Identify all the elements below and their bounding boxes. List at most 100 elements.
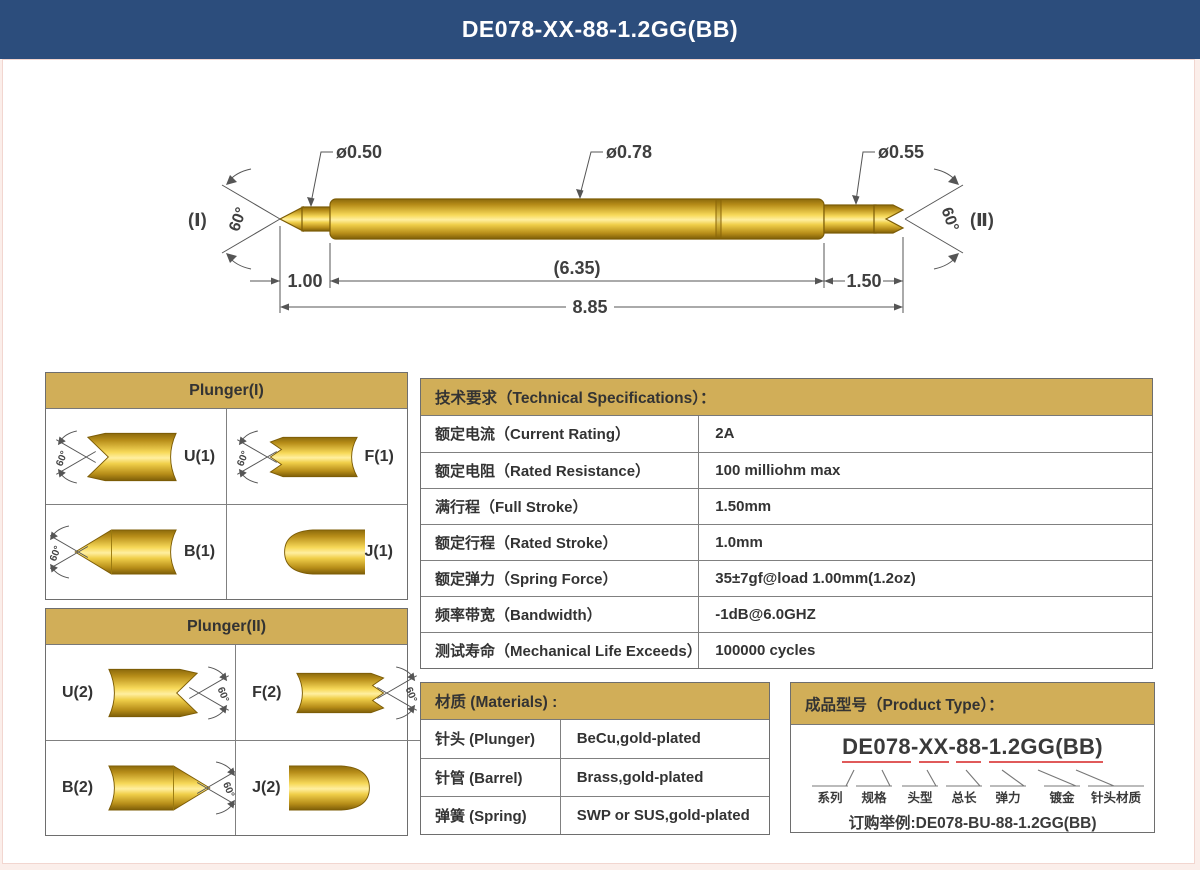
order-example: 订购举例:DE078-BU-88-1.2GG(BB) [848,815,1097,832]
materials-title: 材质 (Materials) : [421,683,769,720]
product-code: DE078-XX-88-1.2GG(BB) [791,734,1154,763]
spec-value: 1.50mm [698,487,1152,524]
tip-f-right-drawing: 60° [296,666,419,719]
svg-text:60°: 60° [50,545,64,563]
plunger1-table: Plunger(I) 60° U(1) 60° F(1) 60° [45,372,408,600]
spec-label: 额定电阻（Rated Resistance） [421,451,699,488]
spec-label: 测试寿命（Mechanical Life Exceeds） [421,631,702,668]
page-title: DE078-XX-88-1.2GG(BB) [461,16,739,42]
spec-label: 额定行程（Rated Stroke） [421,523,699,560]
plunger2-cell-b: B(2) 60° [46,740,237,835]
spec-row: 额定行程（Rated Stroke） 1.0mm [421,523,1152,560]
spec-label: 满行程（Full Stroke） [421,487,699,524]
svg-text:60°: 60° [235,449,251,467]
material-label: 针头 (Plunger) [435,731,535,749]
angle-right-label: 60° [937,205,961,234]
dim-mid-length: (6.35) [553,258,600,278]
specs-title: 技术要求（Technical Specifications）： [421,379,1152,416]
spec-row: 额定电阻（Rated Resistance） 100 milliohm max [421,451,1152,488]
code-segment: 078 [873,734,911,763]
dim-total-length: 8.85 [572,297,607,317]
spec-row: 额定电流（Current Rating） 2A [421,416,1152,452]
spec-row: 频率带宽（Bandwidth） -1dB@6.0GHZ [421,595,1152,632]
material-value: BeCu,gold-plated [559,720,769,758]
code-segment: XX [918,734,949,763]
dim-dia-left: ø0.50 [336,142,382,162]
code-segment: GG [1020,734,1056,763]
code-segment: - [910,734,919,759]
spec-label: 额定弹力（Spring Force） [421,559,699,596]
materials-table: 材质 (Materials) : 针头 (Plunger) BeCu,gold-… [420,682,770,835]
material-row: 弹簧 (Spring) SWP or SUS,gold-plated [421,795,769,834]
plunger2-cell-j: J(2) [236,740,424,835]
code-segment: - [981,734,989,759]
spec-value: 100000 cycles [698,631,1152,668]
tip-label: J(2) [252,779,281,796]
tip-f-left-drawing: 60° [235,430,358,483]
plunger2-cell-u: U(2) 60° [46,645,237,740]
spec-row: 额定弹力（Spring Force） 35±7gf@load 1.00mm(1.… [421,559,1152,596]
end-label-right: (Ⅱ) [970,210,994,230]
tip-u-left-drawing: 60° [54,430,177,483]
probe-technical-drawing: ø0.50 ø0.78 ø0.55 1.00 (6.35) 1.50 8.85 … [188,142,994,317]
tip-b-left-drawing: 60° [50,525,177,579]
code-segment: (BB) [1055,734,1103,763]
spec-value: 1.0mm [698,523,1152,560]
plunger1-cell-j: J(1) [226,504,407,599]
material-row: 针管 (Barrel) Brass,gold-plated [421,757,769,796]
svg-text:60°: 60° [220,781,235,799]
tip-label: F(1) [364,447,394,465]
dim-dia-right: ø0.55 [878,142,924,162]
page-title-bar: DE078-XX-88-1.2GG(BB) [0,0,1200,59]
dim-left-length: 1.00 [287,271,322,291]
dimension-arrowheads [226,175,959,311]
code-segment: 88 [956,734,982,763]
spec-row: 测试寿命（Mechanical Life Exceeds） 100000 cyc… [421,631,1152,668]
plunger2-cell-f: F(2) 60° [236,645,423,740]
material-row: 针头 (Plunger) BeCu,gold-plated [421,720,769,758]
product-type-box: 成品型号（Product Type）： DE078-XX-88-1.2GG(BB… [790,682,1155,833]
code-segment: - [948,734,957,759]
svg-text:60°: 60° [403,685,419,703]
tip-label: J(1) [364,543,393,560]
plunger1-cell-f: 60° F(1) [227,409,408,504]
plunger1-cell-u: 60° U(1) [46,409,227,504]
field-label: 系列 [817,790,842,805]
plunger2-title: Plunger(II) [46,609,407,645]
material-value: Brass,gold-plated [559,757,769,796]
field-label: 针头材质 [1090,790,1141,805]
spec-value: 2A [698,416,1152,452]
field-label: 总长 [951,790,977,805]
probe-right-plunger [823,204,877,234]
probe-left-plunger [301,206,332,232]
svg-text:60°: 60° [215,685,231,703]
tip-label: U(1) [184,447,216,465]
tip-label: F(2) [252,683,282,701]
code-field-connectors: 系列 规格 头型 总长 弹力 镀金 针头材质 [811,769,1144,805]
tip-j-left-drawing [283,529,365,575]
technical-specifications-table: 技术要求（Technical Specifications）： 额定电流（Cur… [420,378,1153,669]
svg-text:60°: 60° [54,449,70,467]
field-label: 弹力 [995,790,1020,805]
material-label: 针管 (Barrel) [421,757,561,796]
dim-right-length: 1.50 [846,271,881,291]
plunger2-table: Plunger(II) U(2) 60° F(2) 60° B(2) [45,608,424,836]
spec-label: 额定电流（Current Rating） [435,426,631,444]
probe-right-crown-tip [873,204,905,234]
plunger1-title: Plunger(I) [46,373,407,409]
tip-label: U(2) [62,683,94,701]
end-label-left: (Ⅰ) [188,210,207,230]
field-label: 头型 [907,790,933,805]
tip-label: B(1) [184,543,216,560]
tip-u-right-drawing: 60° [108,666,231,719]
material-value: SWP or SUS,gold-plated [559,795,769,834]
tip-b-right-drawing: 60° [108,761,236,815]
dim-dia-barrel: ø0.78 [606,142,652,162]
angle-left-label: 60° [226,205,250,234]
field-label: 规格 [861,790,887,805]
probe-barrel [329,198,825,240]
plunger1-cell-b: 60° B(1) [46,504,227,599]
barrel-crimp-groove [715,200,722,238]
spec-value: 100 milliohm max [698,451,1152,488]
